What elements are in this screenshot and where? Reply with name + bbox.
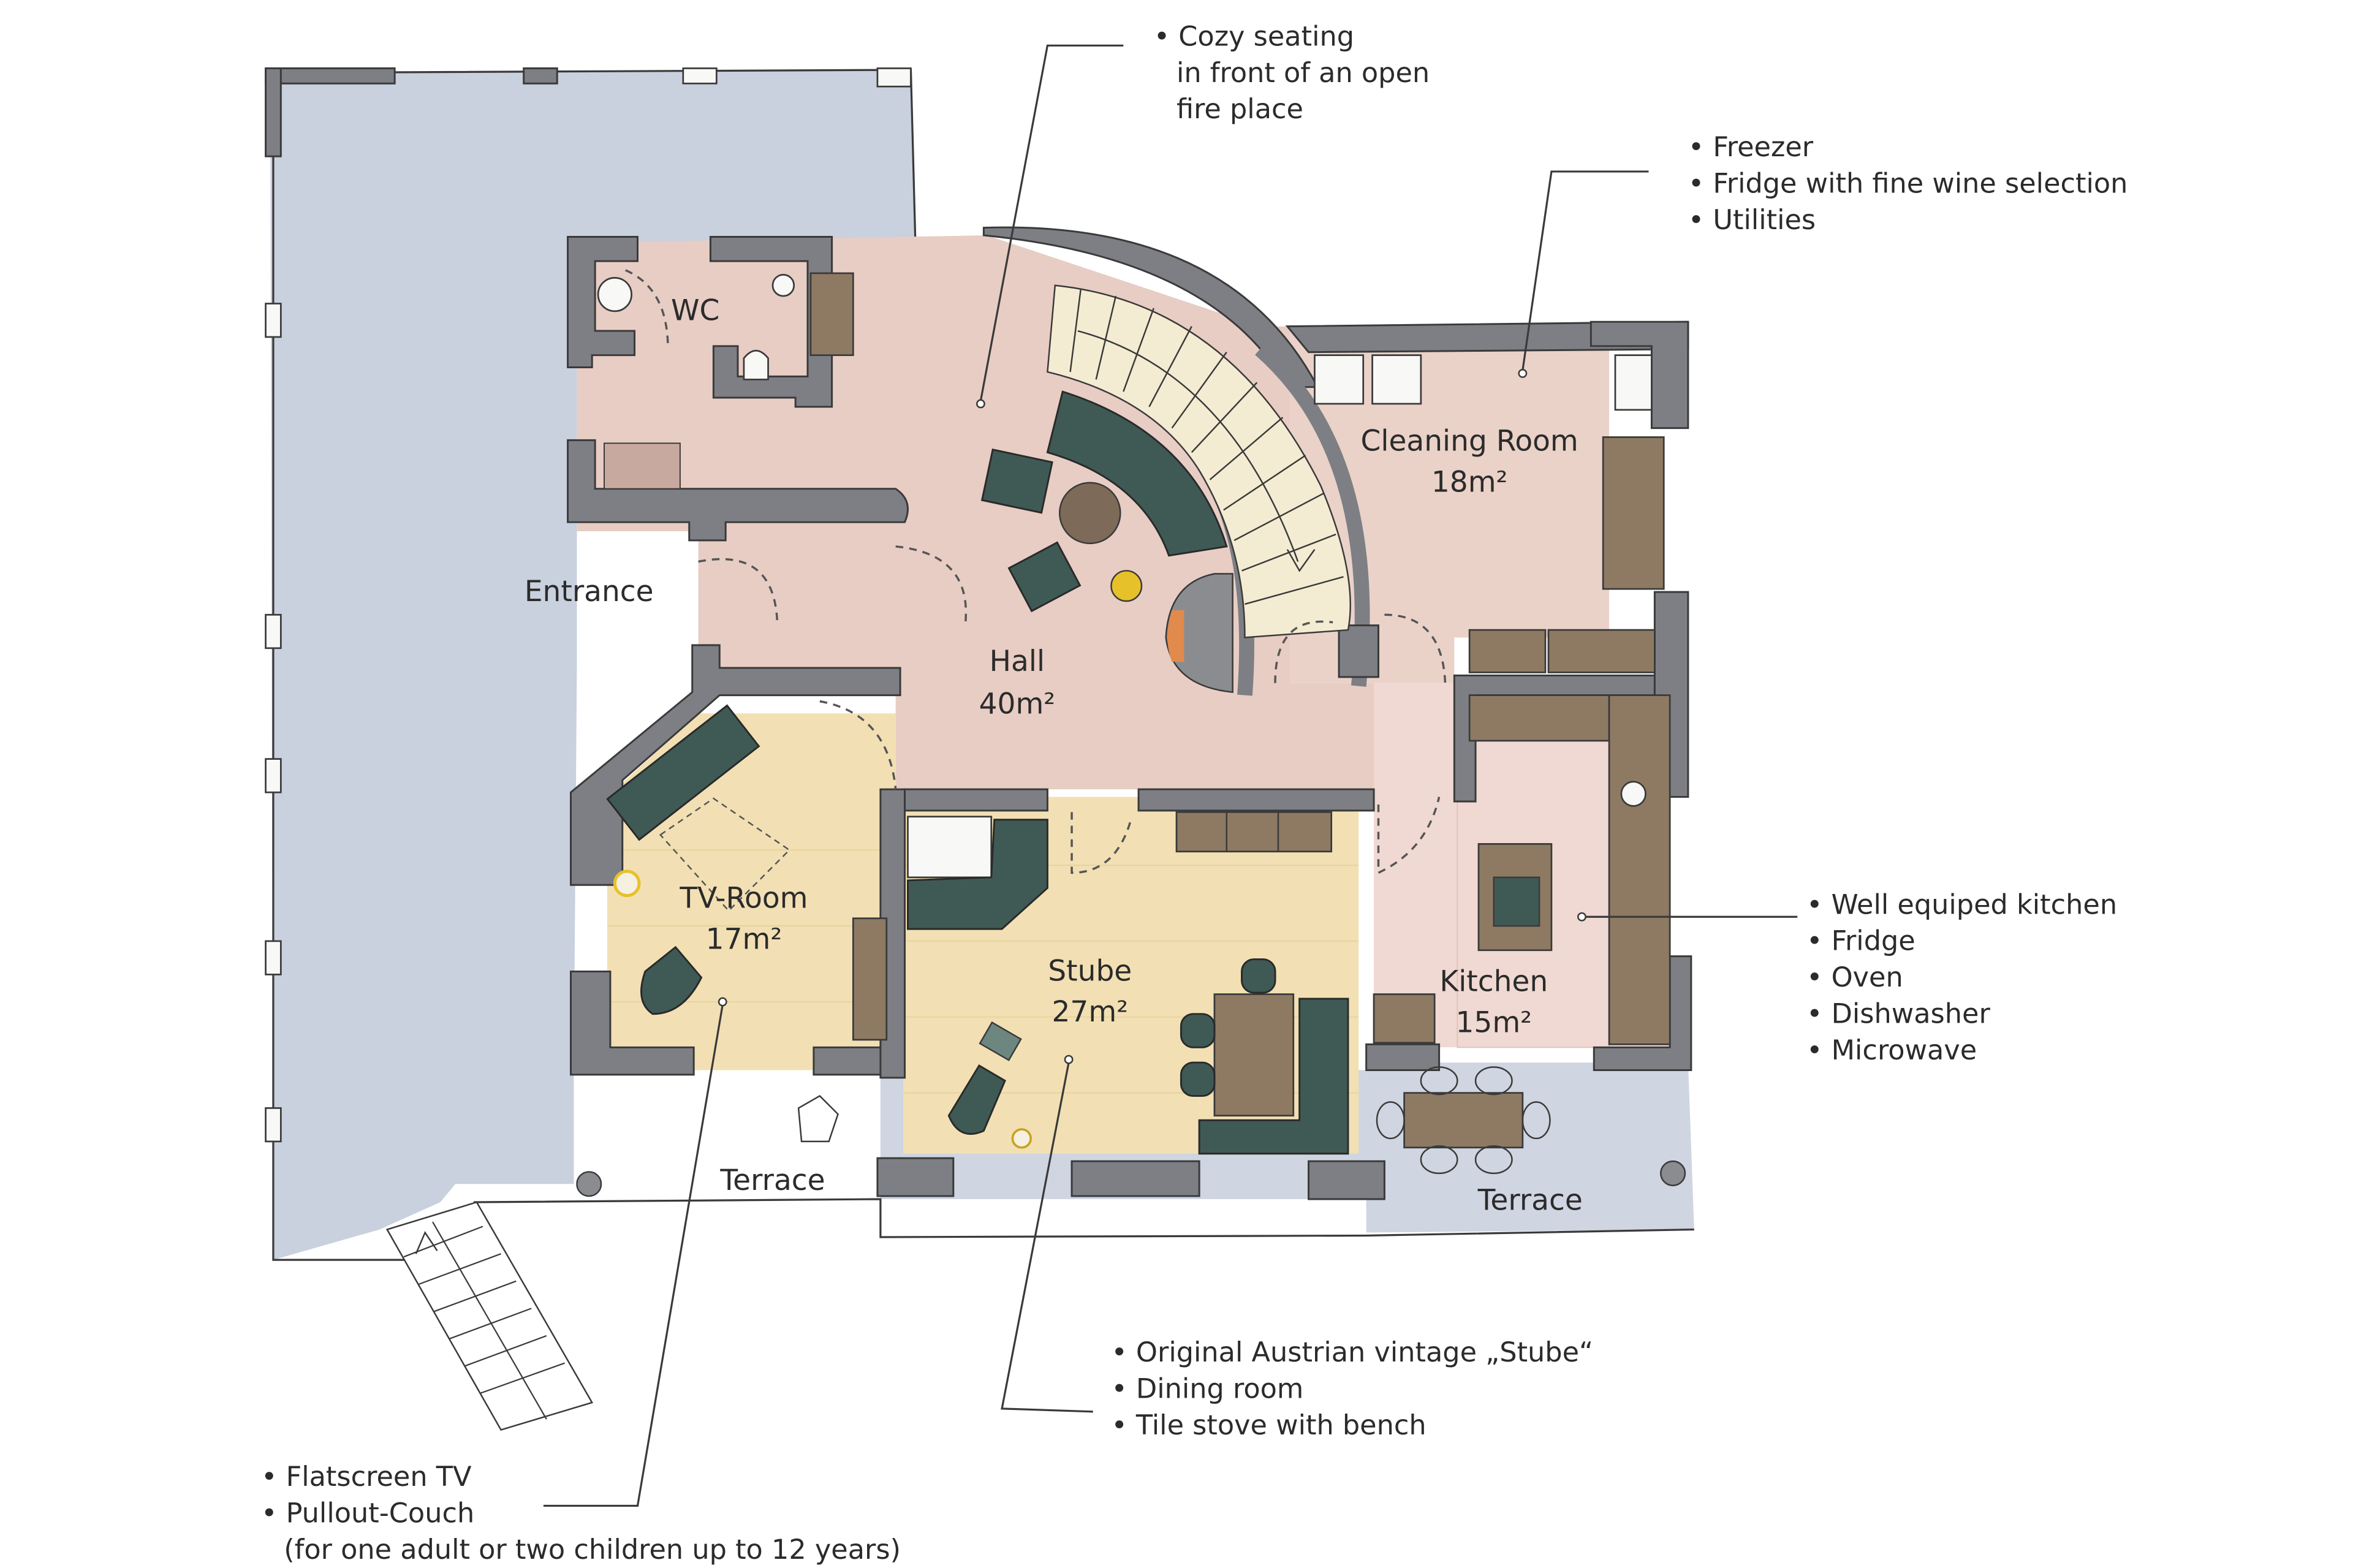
hall-label: Hall bbox=[990, 645, 1045, 678]
svg-text:• Well equiped kitchen: • Well equiped kitchen bbox=[1806, 888, 2117, 920]
room-labels: WC Entrance Hall 40m² Cleaning Room 18m²… bbox=[525, 294, 1583, 1218]
terrace-right-label: Terrace bbox=[1477, 1183, 1583, 1217]
terrace-furniture bbox=[576, 1066, 1686, 1197]
annotation-stube: • Original Austrian vintage „Stube“ • Di… bbox=[1111, 1336, 1593, 1441]
annotation-hall: • Cozy seating in front of an open fire … bbox=[1154, 20, 1430, 125]
tv-room-area: 17m² bbox=[706, 922, 782, 956]
svg-text:• Oven: • Oven bbox=[1806, 961, 1903, 993]
kitchen-area: 15m² bbox=[1455, 1006, 1532, 1040]
svg-text:• Fridge with fine wine select: • Fridge with fine wine selection bbox=[1688, 168, 2128, 200]
svg-text:• Dining room: • Dining room bbox=[1111, 1373, 1303, 1405]
tv-room-furniture bbox=[606, 704, 888, 1041]
kitchen-fixtures bbox=[1373, 694, 1671, 1045]
svg-text:• Pullout-Couch: • Pullout-Couch bbox=[261, 1498, 474, 1529]
annotation-cleaning-room: • Freezer • Fridge with fine wine select… bbox=[1688, 131, 2128, 236]
svg-text:fire place: fire place bbox=[1176, 93, 1303, 125]
svg-text:• Utilities: • Utilities bbox=[1688, 204, 1816, 236]
svg-text:• Microwave: • Microwave bbox=[1806, 1034, 1977, 1066]
hall-area: 40m² bbox=[979, 687, 1056, 721]
wc-fixtures bbox=[597, 272, 854, 490]
svg-text:in front of an open: in front of an open bbox=[1176, 57, 1430, 89]
kitchen-label: Kitchen bbox=[1439, 965, 1548, 999]
stube-furniture bbox=[907, 811, 1349, 1155]
leader-lines bbox=[543, 44, 1798, 1507]
svg-text:• Tile stove with bench: • Tile stove with bench bbox=[1111, 1409, 1426, 1441]
cooktop-icon bbox=[1493, 876, 1540, 927]
main-staircase bbox=[1047, 284, 1351, 638]
fireplace-icon bbox=[1165, 573, 1233, 693]
entrance-label: Entrance bbox=[525, 575, 654, 608]
light-fixture-icon bbox=[613, 869, 641, 898]
exterior-stairs bbox=[385, 1201, 594, 1431]
light-fixture-icon bbox=[1011, 1128, 1033, 1149]
svg-text:• Fridge: • Fridge bbox=[1806, 925, 1915, 957]
wc-label: WC bbox=[671, 294, 719, 328]
annotation-kitchen: • Well equiped kitchen • Fridge • Oven •… bbox=[1806, 888, 2117, 1066]
light-fixture-icon bbox=[1110, 570, 1143, 602]
svg-text:• Flatscreen TV: • Flatscreen TV bbox=[261, 1461, 472, 1493]
svg-text:• Freezer: • Freezer bbox=[1688, 131, 1814, 163]
svg-text:• Cozy seating: • Cozy seating bbox=[1154, 20, 1354, 52]
tv-room-label: TV-Room bbox=[679, 881, 808, 915]
terrace-left-label: Terrace bbox=[719, 1164, 825, 1197]
svg-text:(for one adult or two children: (for one adult or two children up to 12 … bbox=[284, 1534, 901, 1566]
svg-text:• Original Austrian vintage „S: • Original Austrian vintage „Stube“ bbox=[1111, 1336, 1593, 1368]
doors bbox=[625, 269, 1447, 875]
cleaning-room-fixtures bbox=[1314, 354, 1665, 673]
cleaning-room-label: Cleaning Room bbox=[1361, 425, 1578, 458]
stube-label: Stube bbox=[1048, 954, 1132, 988]
cleaning-room-area: 18m² bbox=[1431, 466, 1508, 499]
hall-furniture bbox=[980, 390, 1233, 693]
annotation-tv-room: • Flatscreen TV • Pullout-Couch (for one… bbox=[261, 1461, 901, 1566]
stube-area: 27m² bbox=[1052, 995, 1129, 1029]
svg-text:• Dishwasher: • Dishwasher bbox=[1806, 998, 1990, 1030]
